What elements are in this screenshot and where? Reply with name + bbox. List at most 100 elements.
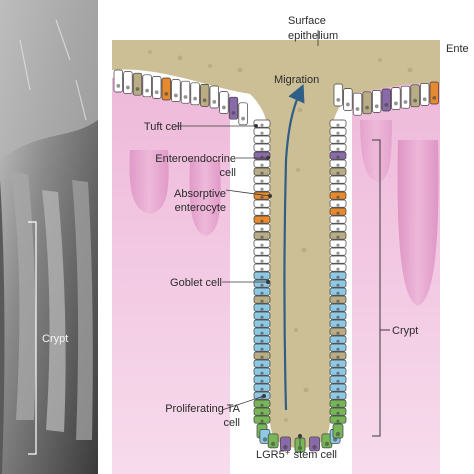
enteroendocrine-cell xyxy=(161,77,171,101)
enterocyte-cell xyxy=(372,90,382,113)
migration-arrow xyxy=(283,83,305,411)
cell-nucleus xyxy=(174,93,178,98)
cell-nucleus xyxy=(260,355,264,359)
cell-nucleus xyxy=(260,323,264,327)
cell-nucleus xyxy=(260,403,264,407)
cell-nucleus xyxy=(260,307,264,311)
crypt-bracket xyxy=(372,139,381,437)
cell-nucleus xyxy=(270,441,276,447)
cell-nucleus xyxy=(374,104,379,109)
cell-nucleus xyxy=(260,339,264,343)
cell-nucleus xyxy=(336,355,340,359)
cell-nucleus xyxy=(260,235,264,239)
lumen xyxy=(112,40,440,448)
cell-nucleus xyxy=(336,163,340,167)
cell-nucleus xyxy=(183,95,188,99)
cell-nucleus xyxy=(336,371,340,375)
cell-nucleus xyxy=(336,259,340,263)
cell-nucleus xyxy=(324,441,330,447)
cell-nucleus xyxy=(260,411,264,415)
cell-nucleus xyxy=(262,437,268,442)
cell-nucleus xyxy=(336,155,340,159)
cell-nucleus xyxy=(283,444,288,450)
absorptive-enterocyte-label-line2: enterocyte xyxy=(175,202,226,214)
cell-nucleus xyxy=(260,243,264,247)
cell-nucleus xyxy=(432,95,437,100)
enterocyte-cell xyxy=(333,83,343,107)
cell-nucleus xyxy=(336,419,340,423)
cell-nucleus xyxy=(336,251,340,255)
cell-nucleus xyxy=(365,105,369,110)
cell-nucleus xyxy=(336,291,340,295)
cell-nucleus xyxy=(336,275,340,279)
cell-nucleus xyxy=(260,291,264,295)
enteroendocrine-label-line2: cell xyxy=(219,167,236,179)
cell-nucleus xyxy=(336,363,340,367)
proliferating-ta-label-line1: Proliferating TA xyxy=(165,403,240,415)
crypt-label: Crypt xyxy=(392,325,418,337)
cell-nucleus xyxy=(260,267,264,271)
enterocyte-cell xyxy=(352,92,363,116)
cell-nucleus xyxy=(241,116,245,121)
cell-nucleus xyxy=(312,444,317,450)
cell-nucleus xyxy=(355,107,360,111)
cell-nucleus xyxy=(260,195,264,199)
micrograph-crypt-label: Crypt xyxy=(42,333,68,345)
cell-nucleus xyxy=(260,251,264,255)
lumen-mucus-dots xyxy=(148,50,413,422)
cell-nucleus xyxy=(202,98,207,103)
enterocyte-cell xyxy=(219,91,229,114)
cell-nucleus xyxy=(394,101,398,106)
goblet-cell xyxy=(410,84,420,108)
enterocyte-cell xyxy=(113,69,123,93)
cell-nucleus xyxy=(336,283,340,287)
cell-nucleus xyxy=(260,219,264,223)
enterocyte-cell xyxy=(180,80,191,104)
cell-nucleus xyxy=(336,323,340,327)
cell-nucleus xyxy=(336,307,340,311)
cell-nucleus xyxy=(126,85,130,90)
cell-nucleus xyxy=(212,99,217,104)
crypt-diagram: Surface epithelium Migration Ente Tuft c… xyxy=(112,15,469,474)
surface-epithelium-label-line1: Surface xyxy=(288,15,326,27)
cell-nucleus xyxy=(336,347,340,351)
enterocyte-cell xyxy=(420,83,430,106)
cell-nucleus xyxy=(260,123,264,127)
cell-nucleus xyxy=(336,299,340,303)
cell-nucleus xyxy=(413,98,417,103)
enterocyte-cell xyxy=(142,74,152,98)
paneth-like-cell xyxy=(309,436,320,452)
cell-nucleus xyxy=(231,111,236,115)
migration-label: Migration xyxy=(274,74,319,86)
cell-nucleus xyxy=(336,139,340,143)
cell-nucleus xyxy=(346,102,350,107)
surface-epithelium-right xyxy=(333,81,439,116)
cell-nucleus xyxy=(260,187,264,191)
cell-nucleus xyxy=(260,139,264,143)
enteroendocrine-label-line1: Enteroendocrine xyxy=(155,153,236,165)
goblet-cell xyxy=(200,84,210,107)
cell-nucleus xyxy=(336,147,340,151)
tuft-cell-label: Tuft cell xyxy=(144,121,182,133)
cell-nucleus xyxy=(336,339,340,343)
goblet-cell xyxy=(362,91,372,115)
paneth-like-cell xyxy=(280,436,291,452)
cell-nucleus xyxy=(260,163,264,167)
surface-epithelium-left xyxy=(113,69,248,126)
cell-nucleus xyxy=(135,87,140,91)
cell-nucleus xyxy=(260,283,264,287)
cell-nucleus xyxy=(384,102,389,107)
proliferating-ta-label-line2: cell xyxy=(223,417,240,429)
cell-nucleus xyxy=(336,395,340,399)
cell-nucleus xyxy=(260,147,264,151)
enterocyte-cell xyxy=(209,85,219,109)
cell-nucleus xyxy=(335,431,341,437)
cell-nucleus xyxy=(260,299,264,303)
cell-nucleus xyxy=(193,96,197,101)
cell-nucleus xyxy=(336,315,340,319)
goblet-cell-label: Goblet cell xyxy=(170,277,222,289)
cell-nucleus xyxy=(260,363,264,367)
cell-nucleus xyxy=(336,243,340,247)
stem-cell-label: LGR5⁺ stem cell xyxy=(256,449,337,461)
